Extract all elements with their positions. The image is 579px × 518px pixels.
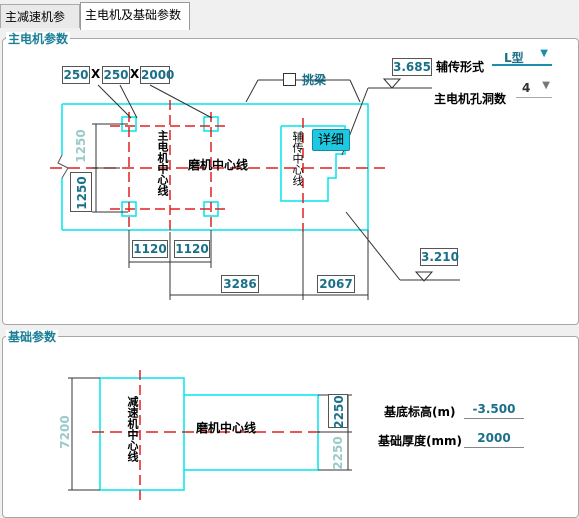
right-dim-lower: 2250 [331,436,345,470]
reducer-center-label: 减速机中心线 [126,396,139,462]
dim-x-symbol-2: X [130,67,140,81]
motor-level-bottom-input[interactable]: 3.210 [420,248,459,266]
aux-form-label: 辅传形式 [436,60,485,74]
hole-depth-input[interactable]: 2000 [140,66,175,84]
tab-bar: 主减速机参数 主电机及基础参数 [0,0,579,48]
dim-x-symbol-1: X [91,67,101,81]
aux-center-label: 辅传中心线 [291,131,304,186]
bottom-dim-2-input[interactable]: 1120 [174,240,210,258]
motor-foundation-outline [62,103,369,231]
aux-form-value: L型 [504,51,524,65]
detail-button[interactable]: 详细 [312,129,350,151]
hole-length-input[interactable]: 250 [102,66,130,84]
left-dim-lower-input[interactable]: 1250 [70,172,92,212]
bottom-dim-4-input[interactable]: 2067 [317,275,355,293]
motor-params-title: 主电机参数 [6,32,71,46]
foundation-height-dim: 7200 [58,415,72,449]
tab-motor-foundation[interactable]: 主电机及基础参数 [80,2,190,30]
foundation-thickness-input[interactable]: 2000 [464,429,524,448]
aux-form-dropdown[interactable]: L型 ▼ [492,48,552,66]
foundation-mill-center-label: 磨机中心线 [196,421,257,435]
foundation-params-title: 基础参数 [6,330,59,344]
motor-center-label: 主电机中心线 [156,130,169,196]
chevron-down-icon: ▼ [542,80,550,91]
foundation-thickness-label: 基础厚度(mm) [378,434,462,448]
bottom-dim-1-input[interactable]: 1120 [132,240,168,258]
right-dim-upper-input[interactable]: 2250 [328,394,348,429]
hole-width-input[interactable]: 250 [62,66,90,84]
motor-holes-value: 4 [522,81,531,95]
mill-center-label: 磨机中心线 [188,158,249,172]
left-dim-lower-text: 1250 [75,176,89,210]
tab-reducer[interactable]: 主减速机参数 [0,4,80,48]
base-level-label: 基底标高(m) [384,405,456,419]
bottom-dim-3-input[interactable]: 3286 [221,275,259,293]
beam-label: 挑梁 [302,73,327,87]
beam-checkbox[interactable] [283,73,296,86]
base-level-input[interactable]: -3.500 [464,400,524,419]
motor-holes-dropdown[interactable]: 4 ▼ [516,80,552,98]
chevron-down-icon: ▼ [540,48,548,59]
motor-level-top-input[interactable]: 3.685 [392,58,432,76]
left-dim-upper: 1250 [74,129,88,163]
motor-holes-label: 主电机孔洞数 [434,92,507,106]
reducer-foundation-outline [99,377,185,491]
